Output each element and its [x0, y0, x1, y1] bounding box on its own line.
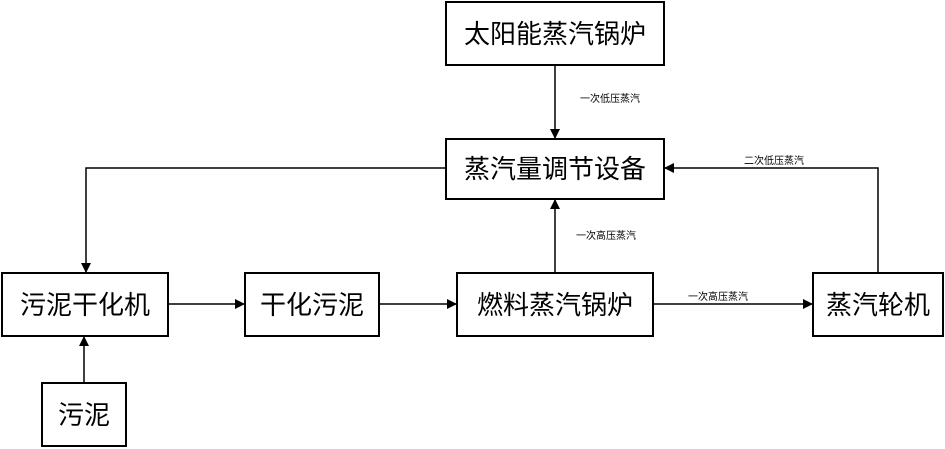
edge-label-fuel-boiler-to-regulator: 一次高压蒸汽	[576, 229, 636, 242]
node-sludge: 污泥	[41, 382, 127, 447]
node-steam-turbine-label: 蒸汽轮机	[826, 291, 930, 321]
node-solar-boiler-label: 太阳能蒸汽锅炉	[464, 20, 646, 50]
node-solar-boiler: 太阳能蒸汽锅炉	[445, 1, 665, 66]
node-sludge-dryer: 污泥干化机	[1, 272, 169, 337]
edge-label-solar-to-regulator: 一次低压蒸汽	[580, 92, 640, 105]
node-dried-sludge: 干化污泥	[244, 272, 380, 337]
node-steam-regulator-label: 蒸汽量调节设备	[464, 155, 646, 185]
node-dried-sludge-label: 干化污泥	[260, 291, 364, 321]
edge-regulator-to-dryer	[81, 167, 446, 273]
node-steam-turbine: 蒸汽轮机	[812, 272, 944, 337]
node-fuel-boiler: 燃料蒸汽锅炉	[456, 272, 654, 337]
node-sludge-dryer-label: 污泥干化机	[20, 291, 150, 321]
node-sludge-label: 污泥	[58, 401, 110, 431]
node-steam-regulator: 蒸汽量调节设备	[445, 138, 665, 200]
edge-turbine-to-regulator	[664, 163, 879, 273]
edge-label-turbine-to-regulator: 二次低压蒸汽	[744, 154, 804, 167]
edge-label-fuel-boiler-to-turbine: 一次高压蒸汽	[688, 290, 748, 303]
node-fuel-boiler-label: 燃料蒸汽锅炉	[477, 291, 633, 321]
